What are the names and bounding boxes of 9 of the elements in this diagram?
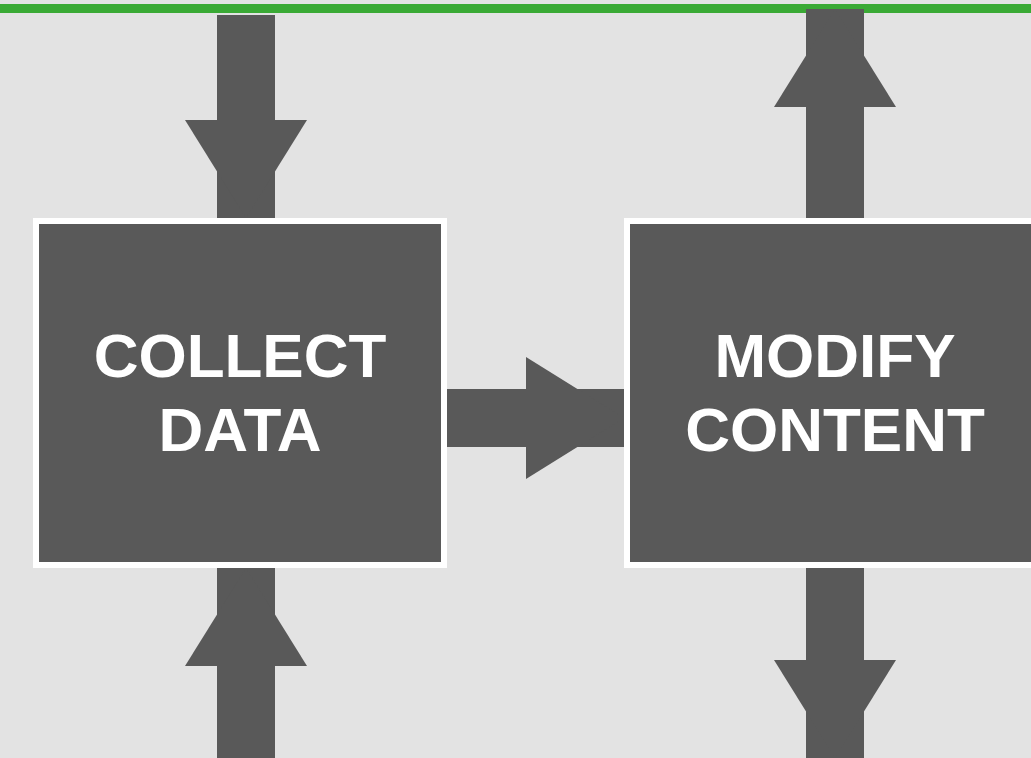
arrow [447, 357, 624, 479]
process-box [33, 218, 447, 568]
arrow [774, 9, 896, 218]
box-label: MODIFY CONTENT [684, 319, 986, 466]
box-label: COLLECT DATA [92, 319, 388, 466]
arrow [185, 15, 307, 218]
arrow [185, 568, 307, 758]
arrow [774, 568, 896, 758]
process-box [624, 218, 1031, 568]
